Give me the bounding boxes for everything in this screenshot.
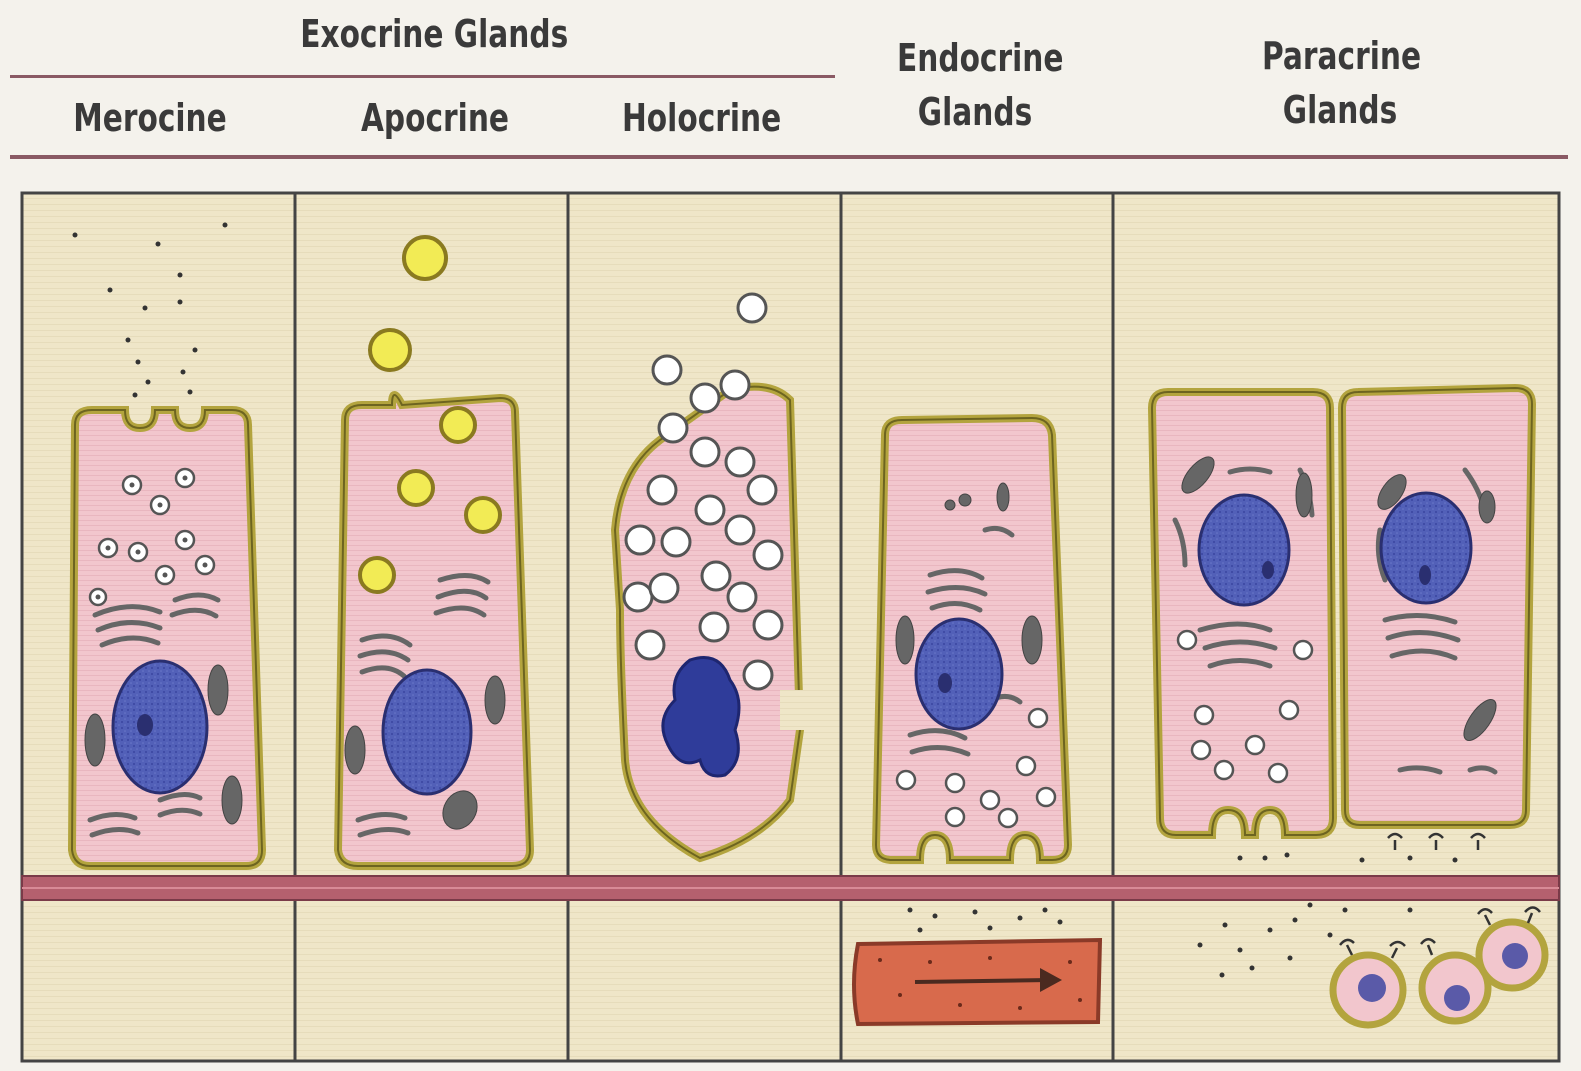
paracrine-cell-right (1342, 388, 1532, 850)
paracrine-cell-left (1152, 392, 1333, 835)
apocrine-nucleus (383, 670, 471, 794)
merocine-nucleus (113, 661, 207, 793)
paracrine-right-nucleus (1381, 493, 1471, 603)
endocrine-nucleus (916, 619, 1002, 729)
paracrine-left-nucleus (1199, 495, 1289, 605)
blood-vessel (854, 940, 1100, 1024)
endocrine-cell (876, 418, 1068, 860)
